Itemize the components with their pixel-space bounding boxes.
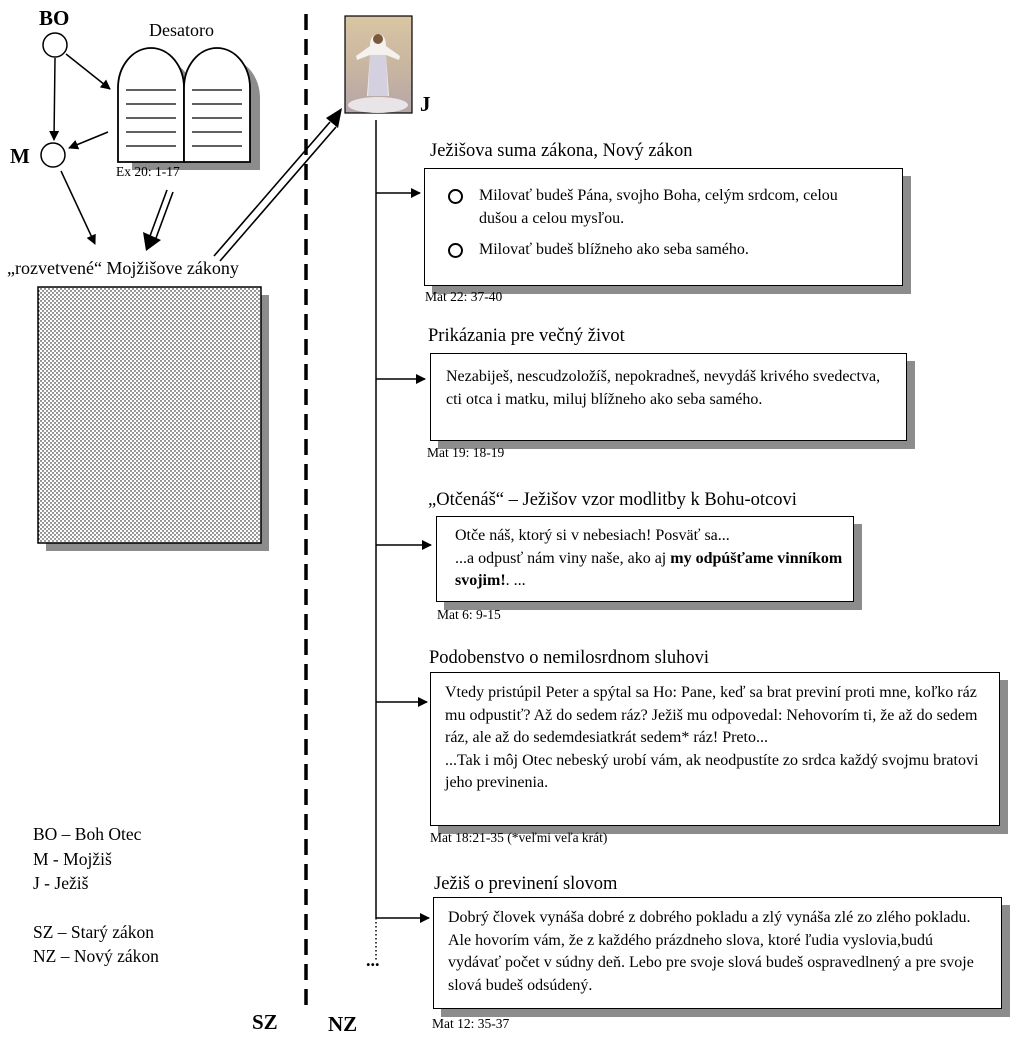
section-2-heading: Prikázania pre večný život bbox=[428, 326, 625, 346]
tablets-ref: Ex 20: 1-17 bbox=[116, 164, 180, 179]
section-2-ref: Mat 19: 18-19 bbox=[427, 445, 505, 460]
jesus-image bbox=[344, 15, 413, 114]
section-4-text-1: Vtedy pristúpil Peter a spýtal sa Ho: Pa… bbox=[445, 684, 978, 746]
bo-label: BO bbox=[39, 6, 70, 30]
section-5-text: Dobrý človek vynáša dobré z dobrého pokl… bbox=[448, 909, 974, 994]
section-3-bold: my odpúšťame vinníkom svojim! bbox=[455, 549, 843, 590]
jesus-label: J bbox=[420, 92, 431, 116]
legend: BO – Boh Otec M - Mojžiš J - Ježiš SZ – … bbox=[33, 822, 159, 969]
m-circle bbox=[40, 142, 66, 168]
section-3-ref: Mat 6: 9-15 bbox=[437, 607, 501, 622]
section-3-box: Otče náš, ktorý si v nebesiach! Posväť s… bbox=[436, 516, 854, 602]
legend-item: J - Ježiš bbox=[33, 873, 89, 893]
double-arrow-tablets-to-laws bbox=[143, 189, 174, 251]
section-2-text: Nezabiješ, nescudzoložíš, nepokradneš, n… bbox=[446, 368, 881, 408]
bo-circle bbox=[42, 32, 68, 58]
section-5-box: Dobrý človek vynáša dobré z dobrého pokl… bbox=[433, 897, 1002, 1009]
tablets-title: Desatoro bbox=[149, 20, 214, 40]
section-4-box: Vtedy pristúpil Peter a spýtal sa Ho: Pa… bbox=[430, 672, 1000, 826]
arrow-m-to-laws bbox=[60, 170, 96, 245]
timeline-continuation: ... bbox=[366, 950, 380, 970]
arrow-tablets-to-m bbox=[68, 131, 109, 150]
section-4-text-2: ...Tak i môj Otec nebeský urobí vám, ak … bbox=[445, 751, 979, 792]
section-3-line-1: Otče náš, ktorý si v nebesiach! Posväť s… bbox=[455, 527, 730, 544]
bullet-circle-icon bbox=[448, 189, 463, 204]
section-5-heading: Ježiš o previnení slovom bbox=[434, 874, 618, 894]
section-3-heading: „Otčenáš“ – Ježišov vzor modlitby k Bohu… bbox=[428, 490, 797, 510]
legend-item: BO – Boh Otec bbox=[33, 824, 142, 844]
arrow-bo-to-tablets bbox=[65, 53, 111, 90]
legend-item: NZ – Nový zákon bbox=[33, 946, 159, 966]
section-1-bullet-2: Milovať budeš blížneho ako seba samého. bbox=[479, 241, 749, 258]
laws-title: „rozvetvené“ Mojžišove zákony bbox=[7, 258, 239, 278]
section-1-bullet-1: Milovať budeš Pána, svojho Boha, celým s… bbox=[479, 187, 838, 227]
section-4-ref: Mat 18:21-35 (*veľmi veľa krát) bbox=[430, 830, 608, 845]
section-1-box: Milovať budeš Pána, svojho Boha, celým s… bbox=[424, 168, 903, 286]
section-2-box: Nezabiješ, nescudzoložíš, nepokradneš, n… bbox=[430, 353, 907, 441]
section-3-line-2: ...a odpusť nám viny naše, ako aj my odp… bbox=[455, 549, 843, 590]
section-4-heading: Podobenstvo o nemilosrdnom sluhovi bbox=[429, 648, 710, 668]
bullet-circle-icon bbox=[448, 243, 463, 258]
section-5-ref: Mat 12: 35-37 bbox=[432, 1016, 510, 1031]
arrow-bo-to-m bbox=[49, 57, 60, 141]
tablets-shape bbox=[117, 47, 251, 163]
m-label: M bbox=[10, 144, 30, 168]
laws-box bbox=[37, 286, 262, 544]
section-1-ref: Mat 22: 37-40 bbox=[425, 289, 503, 304]
legend-item: SZ – Starý zákon bbox=[33, 921, 155, 942]
double-arrow-laws-to-jesus bbox=[213, 108, 342, 262]
legend-item: M - Mojžiš bbox=[33, 848, 112, 869]
sz-label: SZ bbox=[252, 1010, 278, 1034]
section-1-heading: Ježišova suma zákona, Nový zákon bbox=[430, 141, 693, 161]
nz-label: NZ bbox=[328, 1012, 358, 1036]
